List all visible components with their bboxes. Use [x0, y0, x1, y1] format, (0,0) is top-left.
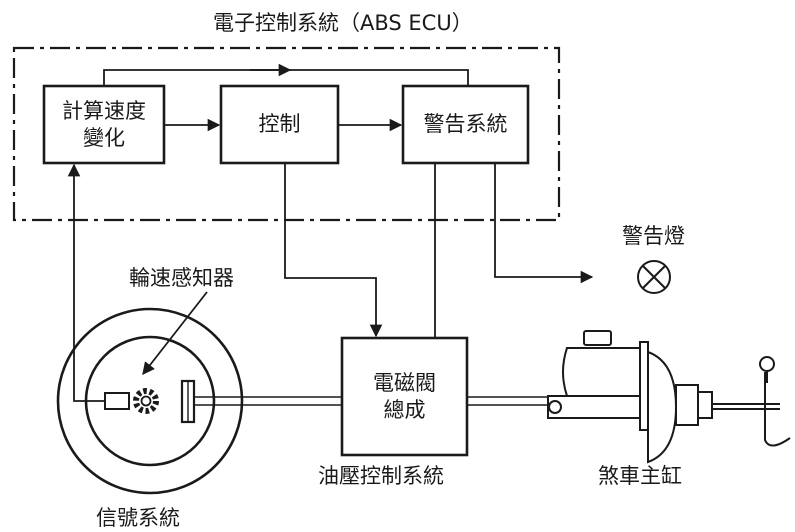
ecu-boundary [12, 46, 561, 222]
sensor-to-calc-line [67, 163, 107, 402]
control-label: 控制 [258, 112, 301, 137]
wheel-speed-sensor-label: 輪速感知器 [129, 266, 234, 290]
signal-system-label: 信號系統 [96, 506, 180, 530]
control-to-solenoid-line [284, 163, 383, 338]
bypass-line-top [103, 69, 469, 86]
speed-calc-label: 計算速度 變化 [62, 99, 146, 150]
wheel-icon [56, 307, 244, 495]
warning-system-block [401, 84, 530, 165]
warning-lamp-icon [637, 260, 671, 294]
master-cylinder-icon [547, 330, 791, 464]
solenoid-valve-label: 電磁閥 總成 [373, 371, 436, 422]
master-cylinder-label: 煞車主缸 [598, 464, 682, 488]
hydraulic-control-label: 油壓控制系統 [318, 464, 444, 488]
wheel-speed-sensor-icon [104, 388, 159, 414]
ecu-title: 電子控制系統（ABS ECU） [213, 11, 473, 35]
sensor-label-pointer [142, 291, 208, 375]
warning-to-lamp-line [494, 163, 594, 284]
control-block [219, 84, 340, 165]
warning-lamp-label: 警告燈 [622, 224, 685, 248]
warning-system-label: 警告系統 [423, 112, 508, 137]
